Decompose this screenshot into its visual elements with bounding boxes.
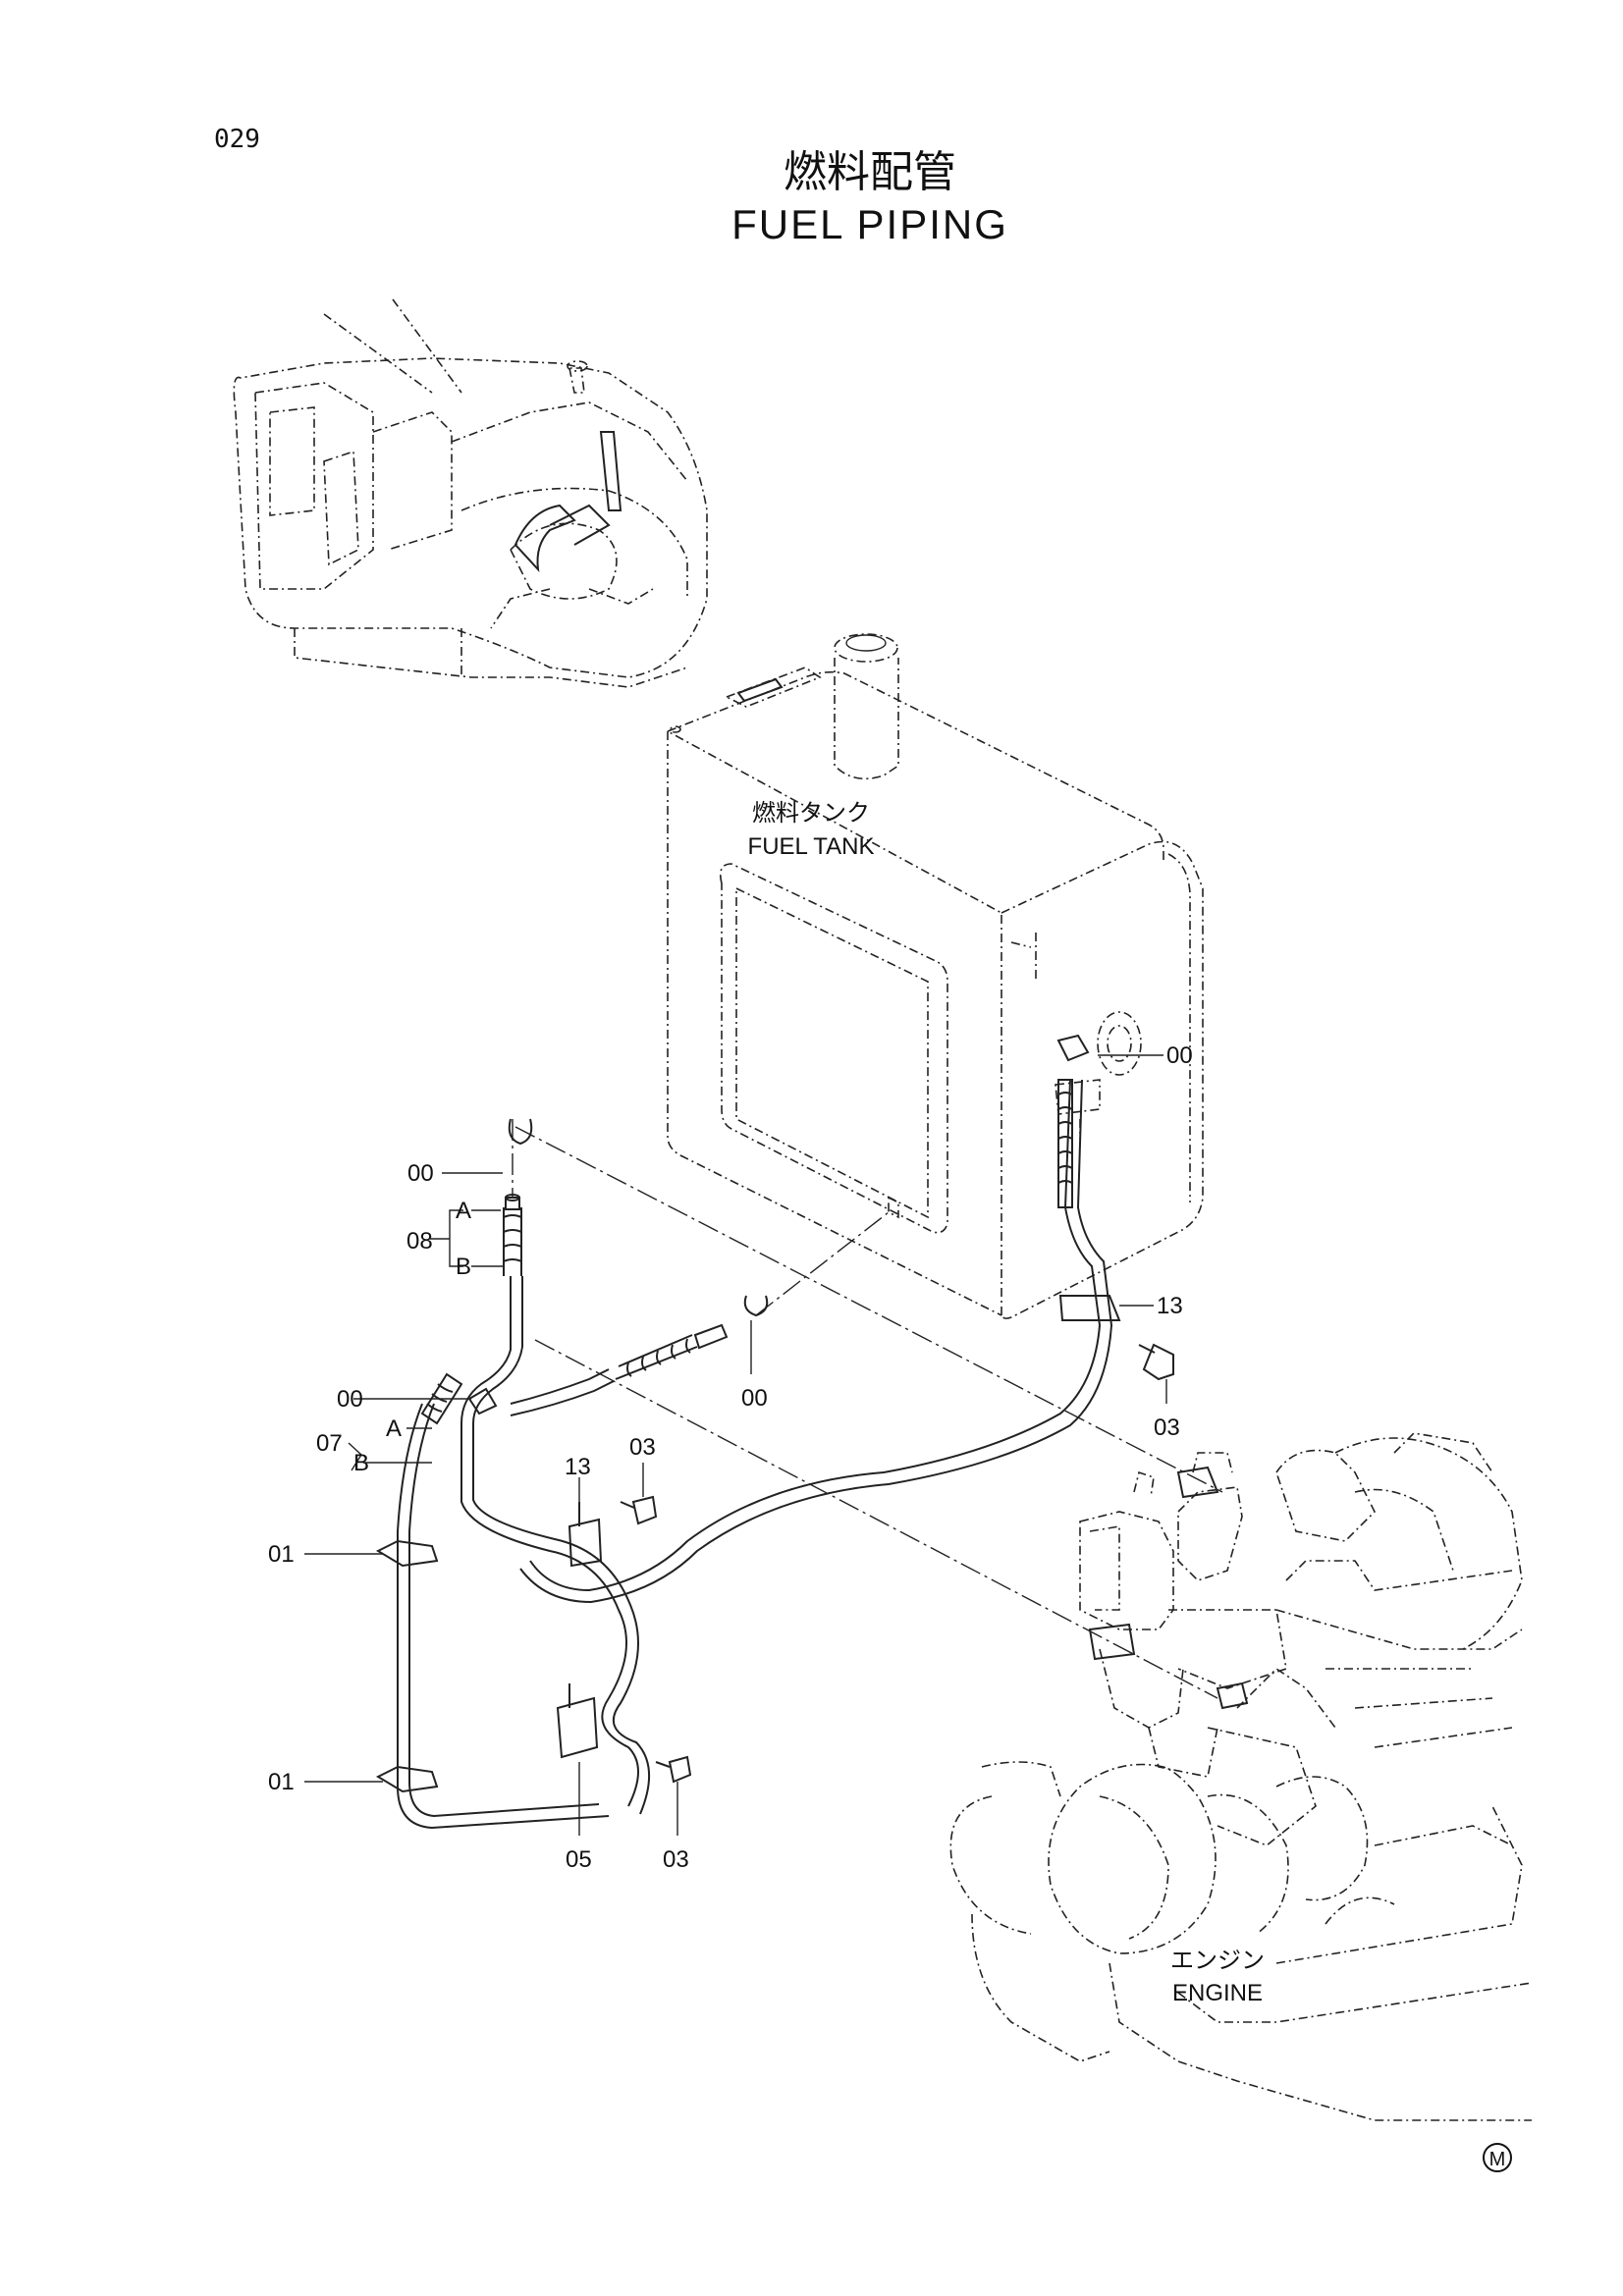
callout-08: 08 bbox=[406, 1228, 433, 1255]
callout-numbers: 00 00 08 A B 00 00 07 A B 01 01 13 03 13… bbox=[268, 1042, 1193, 1873]
callout-01-upper: 01 bbox=[268, 1541, 295, 1568]
callout-00-mid: 00 bbox=[337, 1386, 363, 1413]
callout-01-lower: 01 bbox=[268, 1769, 295, 1795]
fuel-tank-label-jp: 燃料タンク bbox=[752, 800, 870, 827]
callout-03-low: 03 bbox=[663, 1846, 689, 1873]
fuel-hose-routing bbox=[375, 1034, 1249, 1830]
callout-00-tank: 00 bbox=[1166, 1042, 1193, 1069]
excavator-locator-drawing bbox=[233, 298, 708, 688]
connection-lines bbox=[512, 1119, 1223, 1699]
engine-label-jp: エンジン bbox=[1170, 1948, 1265, 1974]
engine-drawing: エンジン ENGINE bbox=[949, 1432, 1533, 2121]
mark-letter: M bbox=[1489, 2149, 1506, 2170]
callout-03-right: 03 bbox=[1154, 1415, 1180, 1441]
title-japanese: 燃料配管 bbox=[784, 147, 956, 197]
engine-label-en: ENGINE bbox=[1172, 1980, 1263, 2006]
callout-13-mid: 13 bbox=[565, 1454, 591, 1480]
fuel-tank-drawing: 燃料タンク FUEL TANK bbox=[667, 633, 1204, 1319]
callout-00-top: 00 bbox=[407, 1160, 434, 1187]
callout-13-right: 13 bbox=[1157, 1293, 1183, 1319]
fuel-tank-label-en: FUEL TANK bbox=[748, 833, 875, 860]
callout-08-a: A bbox=[456, 1198, 471, 1224]
callout-08-b: B bbox=[456, 1254, 471, 1280]
callout-07-b: B bbox=[353, 1450, 369, 1476]
callout-07-a: A bbox=[386, 1415, 402, 1442]
circled-m-mark: M bbox=[1483, 2143, 1512, 2172]
callout-00-center: 00 bbox=[741, 1385, 768, 1412]
page-number: 029 bbox=[214, 125, 260, 154]
callout-05: 05 bbox=[566, 1846, 592, 1873]
title-english: FUEL PIPING bbox=[731, 201, 1008, 247]
callout-leaders bbox=[304, 1054, 1167, 1836]
callout-07: 07 bbox=[316, 1430, 343, 1457]
callout-03-mid: 03 bbox=[629, 1434, 656, 1461]
